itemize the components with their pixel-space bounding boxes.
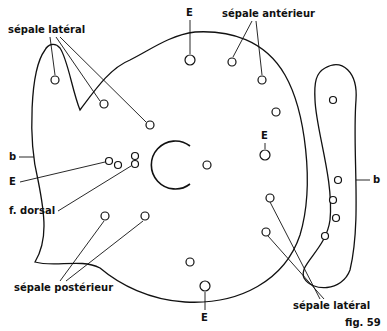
main-outline <box>32 32 307 302</box>
leader-lines <box>19 20 370 310</box>
organ-letter: E <box>201 312 208 324</box>
part-label: f. dorsal <box>9 205 55 217</box>
part-label: b <box>9 151 16 163</box>
right-bract <box>303 65 356 288</box>
part-label: sépale latéral <box>293 300 370 312</box>
part-label: b <box>373 174 380 186</box>
figure-caption: fig. 59 <box>345 317 381 329</box>
part-label: sépale latéral <box>8 24 85 36</box>
part-label: sépale postérieur <box>14 282 113 294</box>
axis-arc <box>151 141 190 189</box>
organ-letter: E <box>261 130 268 142</box>
organ-letter: E <box>186 7 193 19</box>
organ-letter: E <box>9 176 16 188</box>
part-label: sépale antérieur <box>222 8 315 20</box>
